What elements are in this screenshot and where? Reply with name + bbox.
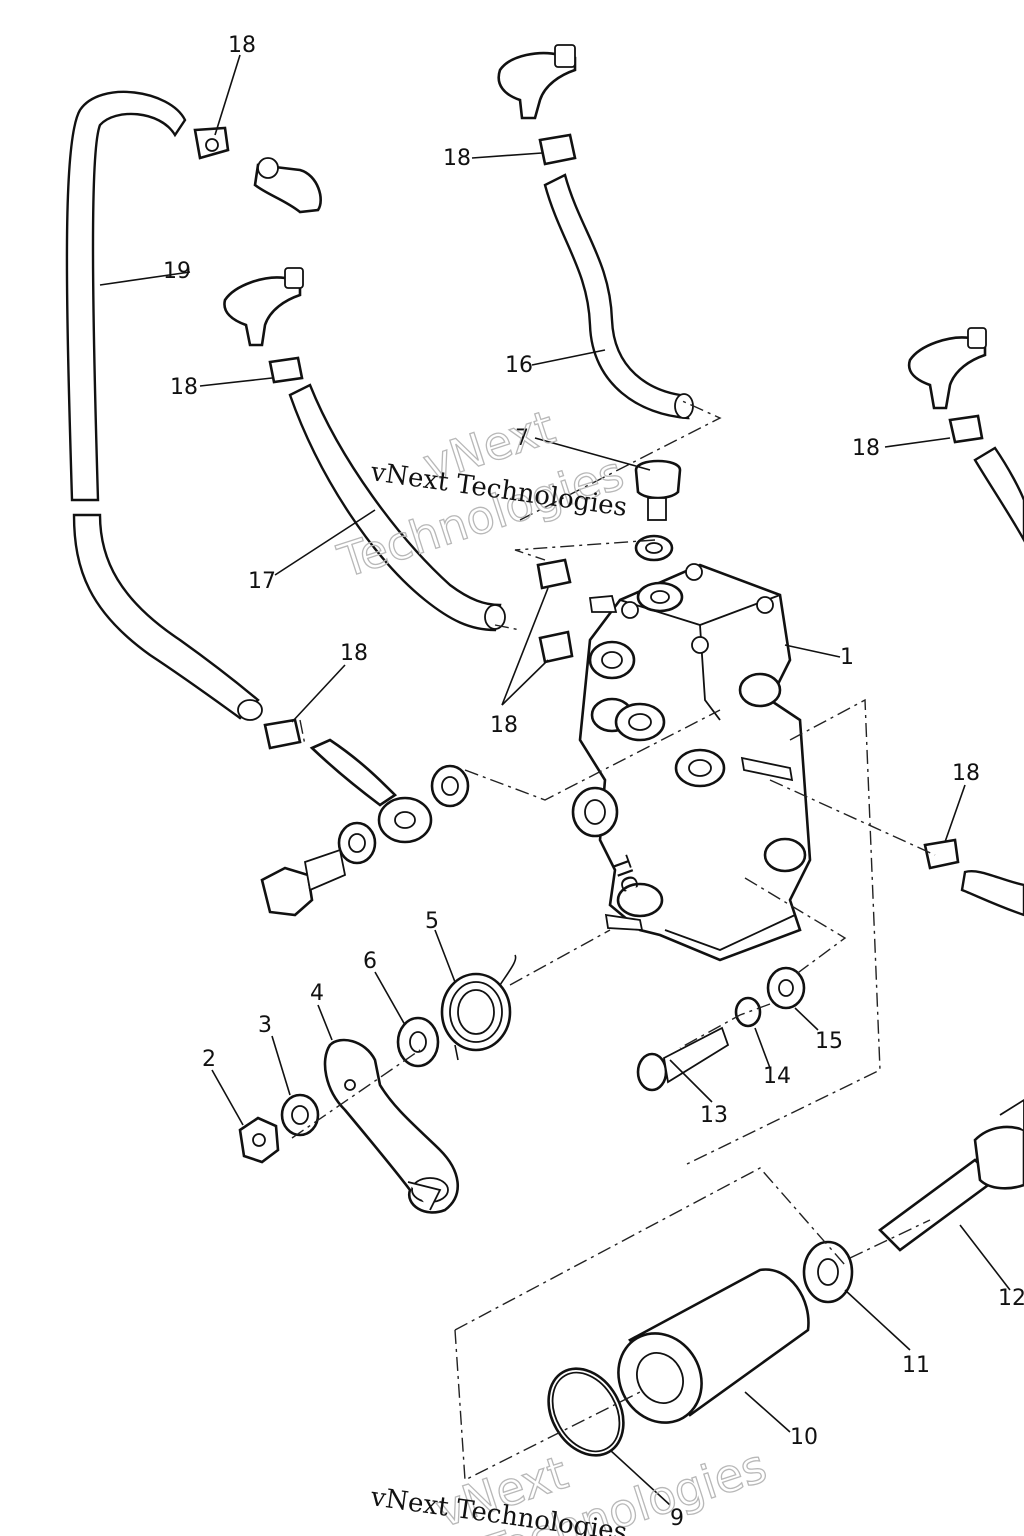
circlip-9 bbox=[547, 1367, 625, 1457]
callout-14: 14 bbox=[763, 1064, 791, 1089]
hose-16 bbox=[543, 173, 694, 420]
hose-clip bbox=[923, 838, 960, 870]
callout-18: 18 bbox=[952, 761, 980, 786]
pump-lever bbox=[323, 1038, 460, 1214]
hose-clip bbox=[268, 356, 304, 384]
washer-6 bbox=[396, 1016, 440, 1068]
union-washer-outer bbox=[430, 764, 470, 808]
return-spring bbox=[440, 954, 517, 1061]
hose-right-upper bbox=[973, 446, 1024, 543]
drive-shaft-12 bbox=[878, 1098, 1024, 1252]
assembly-lines bbox=[291, 399, 936, 1482]
spring-washer-14 bbox=[734, 996, 762, 1028]
hose-elbow-right bbox=[907, 327, 987, 410]
hose-clip bbox=[538, 630, 574, 664]
hose-clip bbox=[538, 133, 577, 166]
callout-6: 6 bbox=[363, 949, 377, 974]
callout-18: 18 bbox=[852, 436, 880, 461]
callout-4: 4 bbox=[310, 981, 324, 1006]
leader-lines bbox=[99, 54, 1011, 1506]
callout-18: 18 bbox=[228, 33, 256, 58]
callout-1: 1 bbox=[840, 645, 854, 670]
lever-nut bbox=[238, 1116, 280, 1164]
oil-pump-body: TIC bbox=[571, 563, 812, 962]
callout-17: 17 bbox=[248, 569, 276, 594]
hose-clip bbox=[948, 414, 984, 444]
hose-elbow-top-left bbox=[253, 157, 322, 214]
plug-washer bbox=[634, 534, 674, 562]
hose-clip bbox=[536, 558, 572, 590]
callout-5: 5 bbox=[425, 909, 439, 934]
callout-2: 2 bbox=[202, 1047, 216, 1072]
washer-15 bbox=[766, 966, 806, 1010]
hose-clip bbox=[193, 126, 230, 160]
callout-18: 18 bbox=[340, 641, 368, 666]
lock-washer-3 bbox=[280, 1093, 320, 1137]
hose-right-lower bbox=[960, 870, 1024, 917]
collar-10 bbox=[617, 1268, 810, 1424]
callout-18: 18 bbox=[490, 713, 518, 738]
callout-7: 7 bbox=[515, 426, 529, 451]
union-fitting bbox=[309, 738, 433, 844]
callout-10: 10 bbox=[790, 1425, 818, 1450]
callout-15: 15 bbox=[815, 1029, 843, 1054]
callout-18: 18 bbox=[443, 146, 471, 171]
hose-19 bbox=[65, 90, 263, 721]
callout-11: 11 bbox=[902, 1353, 930, 1378]
hose-elbow-top-center bbox=[497, 44, 577, 120]
hose-17 bbox=[288, 383, 506, 632]
screw-13 bbox=[636, 1026, 730, 1092]
washer-11 bbox=[802, 1240, 854, 1304]
callout-12: 12 bbox=[998, 1286, 1024, 1311]
callout-16: 16 bbox=[505, 353, 533, 378]
callout-labels: 18 18 19 18 16 7 18 17 18 1 18 18 5 6 4 … bbox=[163, 33, 1024, 1531]
callout-19: 19 bbox=[163, 259, 191, 284]
hose-clip bbox=[263, 718, 302, 750]
union-bolt bbox=[260, 848, 347, 917]
plug-bolt bbox=[634, 459, 682, 521]
callout-3: 3 bbox=[258, 1013, 272, 1038]
callout-13: 13 bbox=[700, 1103, 728, 1128]
hose-elbow-mid-left bbox=[223, 267, 304, 347]
callout-18: 18 bbox=[170, 375, 198, 400]
callout-9: 9 bbox=[670, 1506, 684, 1531]
union-washer-inner bbox=[337, 821, 377, 865]
